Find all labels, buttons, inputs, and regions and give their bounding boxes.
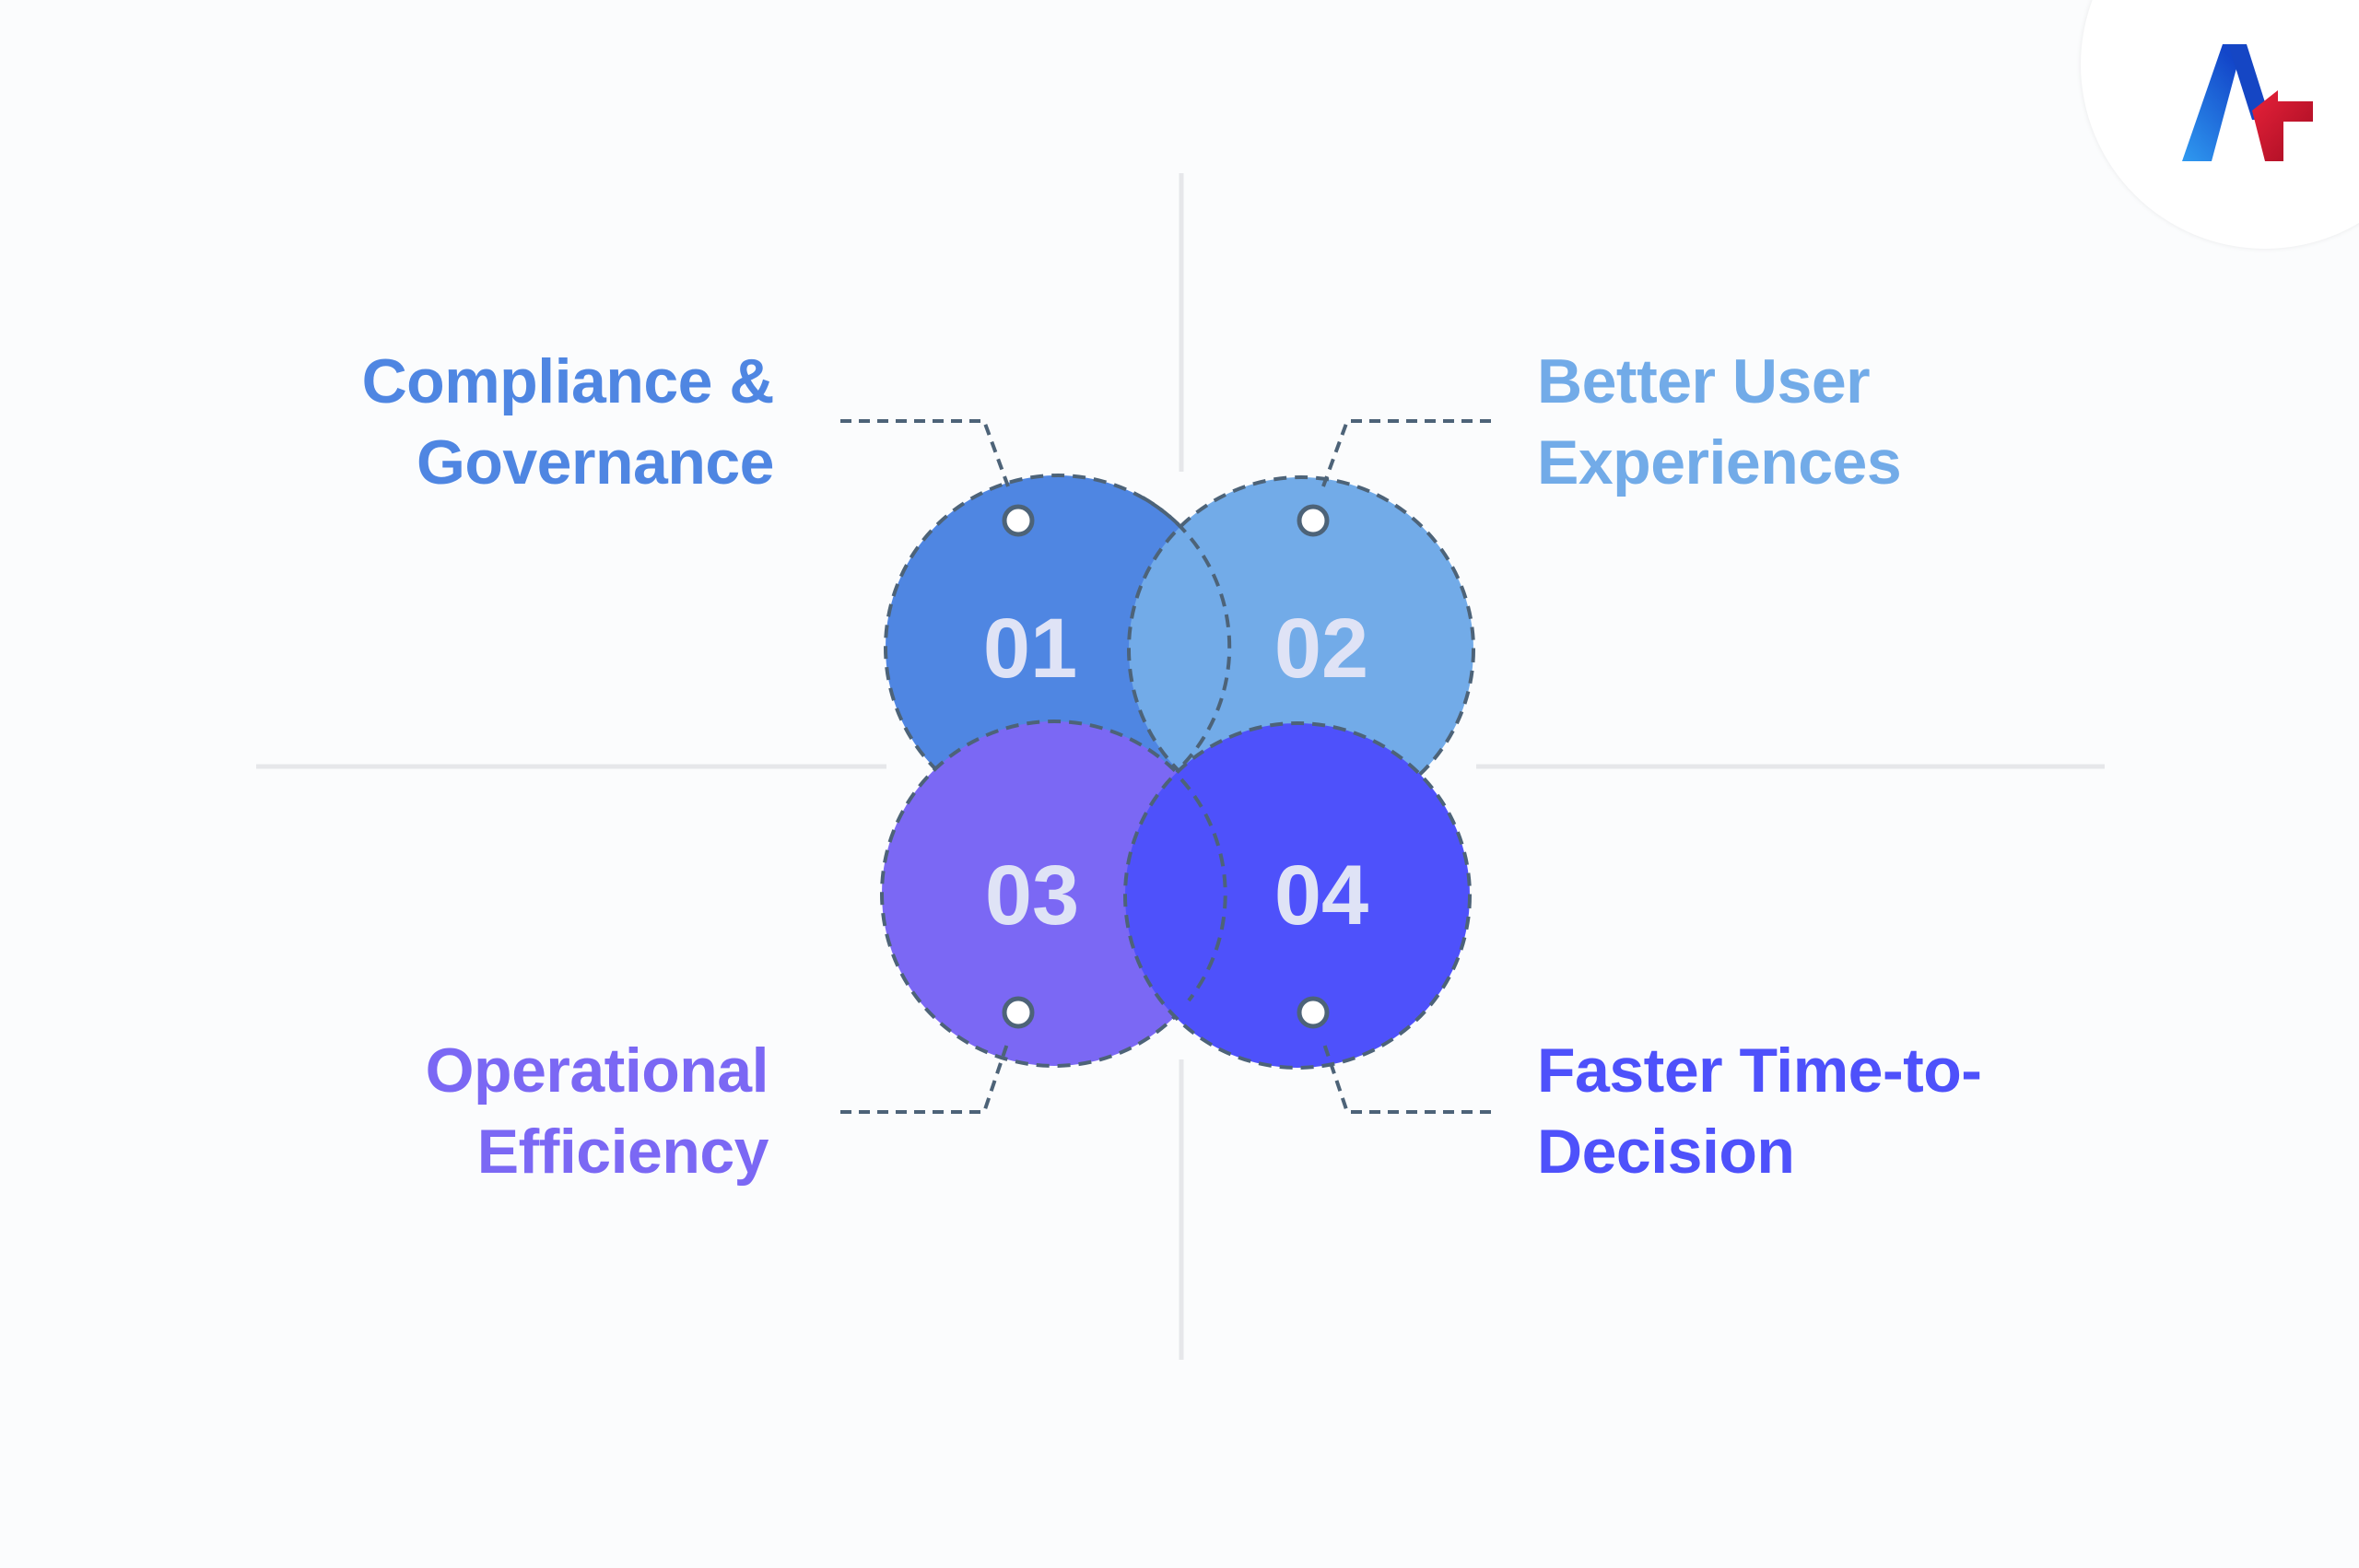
label-02-line1: Better User xyxy=(1537,346,1871,416)
label-01-line1: Compliance & xyxy=(361,346,775,416)
circle-02 xyxy=(1127,475,1475,824)
label-04-line2: Decision xyxy=(1537,1117,1795,1187)
label-operational-efficiency: Operational Efficiency xyxy=(426,1030,769,1192)
circle-03-overlap-edge xyxy=(1180,778,1227,1002)
number-02: 02 xyxy=(1274,602,1368,696)
connector-dot-01 xyxy=(1002,504,1035,537)
label-02-line2: Experiences xyxy=(1537,427,1902,497)
label-03-line1: Operational xyxy=(425,1036,769,1106)
brand-logo-icon xyxy=(2182,44,2313,161)
connector-01 xyxy=(840,419,1010,487)
number-04: 04 xyxy=(1274,848,1368,942)
connector-03 xyxy=(840,1040,1010,1114)
label-faster-time-to-decision: Faster Time-to- Decision xyxy=(1537,1030,1982,1192)
label-better-user-experiences: Better User Experiences xyxy=(1537,341,1902,503)
label-03-line2: Efficiency xyxy=(476,1117,769,1187)
connector-dot-04 xyxy=(1297,996,1330,1029)
label-04-line1: Faster Time-to- xyxy=(1537,1036,1982,1106)
label-01-line2: Governance xyxy=(416,427,775,497)
connector-04 xyxy=(1321,1040,1491,1114)
connector-02 xyxy=(1321,419,1491,487)
circle-04 xyxy=(1123,721,1472,1070)
connector-dot-03 xyxy=(1002,996,1035,1029)
label-compliance-governance: Compliance & Governance xyxy=(361,341,775,503)
number-01: 01 xyxy=(983,602,1077,696)
connector-dot-02 xyxy=(1297,504,1330,537)
circle-01-overlap-edge xyxy=(1142,496,1232,772)
number-03: 03 xyxy=(985,848,1079,942)
